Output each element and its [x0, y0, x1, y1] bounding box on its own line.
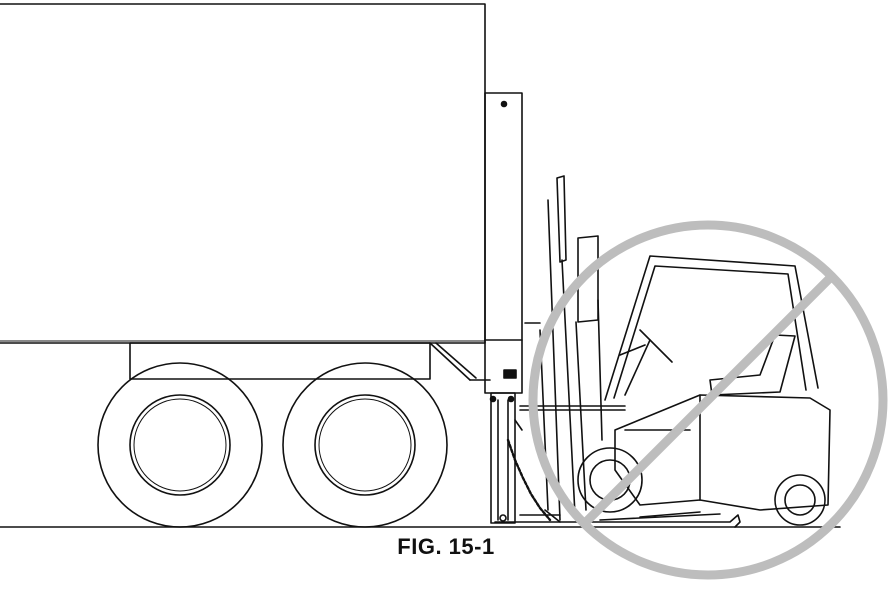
truck-frame: [129, 342, 491, 381]
lift-chain: [506, 438, 552, 522]
forklift-rear-wheel: [774, 474, 826, 526]
figure-caption: FIG. 15-1: [397, 534, 495, 559]
liftgate-platform: [494, 509, 741, 528]
forklift-overhead-guard: [604, 255, 819, 401]
forklift-body: [614, 394, 831, 511]
liftgate-column: [484, 92, 523, 524]
prohibition-circle-icon: [528, 220, 888, 580]
truck-body: [0, 3, 486, 344]
rear-tire-right: [282, 362, 448, 528]
rear-tire-left: [97, 362, 263, 528]
